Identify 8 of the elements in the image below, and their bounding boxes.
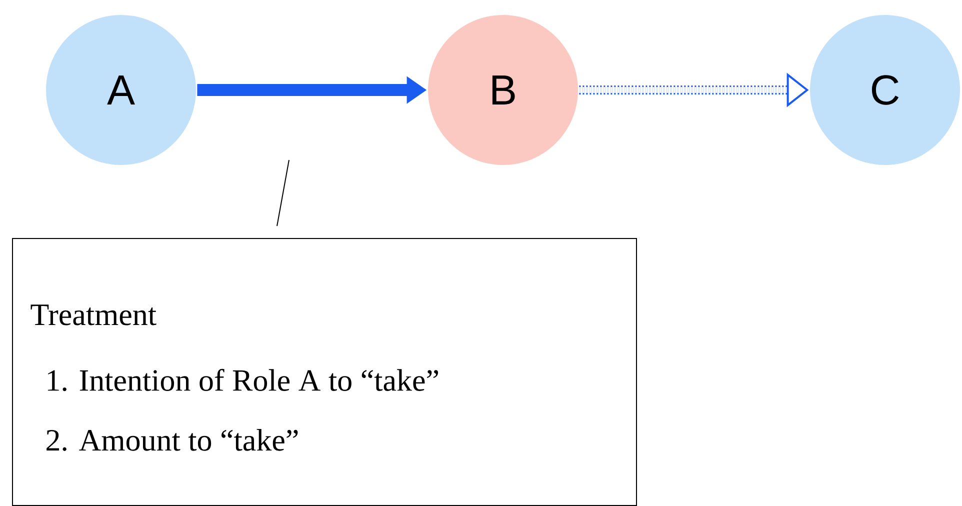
box-heading: Treatment: [30, 304, 156, 326]
list-item: 2. Amount to “take”: [46, 429, 298, 451]
circle-node: C: [810, 15, 960, 165]
circle-node: B: [428, 15, 578, 165]
leader-line: [276, 160, 290, 226]
circle-node: A: [46, 15, 196, 165]
text-box: [12, 238, 637, 506]
list-item: 1. Intention of Role A to “take”: [48, 368, 438, 392]
